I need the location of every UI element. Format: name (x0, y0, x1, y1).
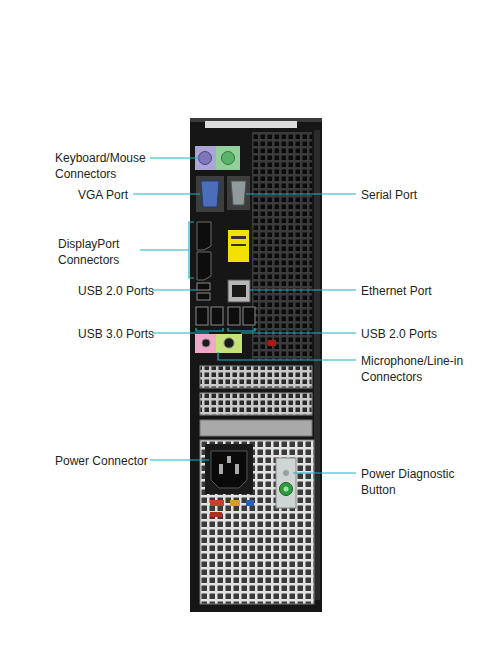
psu-wire (210, 500, 224, 506)
audio-jack (224, 338, 234, 348)
callout-label: Microphone/Line-in Connectors (361, 353, 479, 385)
callout-label: Serial Port (361, 187, 496, 203)
displayport-port (197, 252, 211, 280)
leader-line (228, 328, 356, 333)
psu-wire (246, 500, 254, 506)
usb-port (243, 307, 255, 325)
expansion-slot (200, 393, 312, 415)
leader-line (250, 289, 356, 290)
yellow-sticker (228, 230, 249, 262)
callout-label: DisplayPort Connectors (58, 236, 140, 268)
audio-jack (202, 339, 210, 347)
case-body (190, 118, 322, 612)
vga-port (201, 181, 219, 207)
usb-port (197, 283, 210, 290)
case-vent (252, 132, 312, 360)
case-side-rail (314, 130, 320, 600)
callout-label: VGA Port (78, 187, 218, 203)
power-pin (235, 464, 239, 474)
leader-line (218, 352, 356, 360)
ps2-keyboard-panel (216, 146, 240, 170)
callout-label: Keyboard/Mouse Connectors (55, 150, 155, 182)
callout-label: USB 2.0 Ports (361, 326, 496, 342)
callout-label: USB 3.0 Ports (78, 326, 218, 342)
vga-plate (196, 176, 224, 212)
ps2-port (199, 152, 212, 165)
audio-line-panel (216, 334, 242, 353)
red-indicator (268, 340, 276, 346)
callout-label: Power Connector (55, 453, 205, 469)
ethernet-port (228, 280, 250, 302)
callout-label: USB 2.0 Ports (78, 283, 218, 299)
leader-line (152, 289, 197, 290)
leader-line (152, 328, 223, 333)
diagnostic-button (280, 483, 293, 496)
audio-mic-panel (195, 334, 216, 353)
diagnostic-button-light (284, 487, 289, 492)
sticker-barcode (231, 244, 246, 246)
usb-port (228, 307, 240, 325)
psu-wire (230, 500, 240, 506)
leader-line (140, 222, 194, 278)
serial-plate (227, 176, 250, 210)
diagnostic-led (283, 470, 289, 476)
leader-line (293, 472, 356, 473)
leader-line (150, 459, 209, 460)
power-pin (219, 464, 223, 474)
usb-port (211, 307, 223, 325)
power-pin (227, 456, 231, 463)
service-sticker (205, 121, 297, 128)
callout-label: Ethernet Port (361, 283, 496, 299)
power-socket-frame (205, 444, 253, 494)
sticker-barcode (231, 236, 246, 239)
ethernet-socket (232, 285, 246, 297)
usb-port (196, 307, 208, 325)
expansion-slot (200, 420, 312, 436)
ps2-port (222, 152, 235, 165)
power-socket (211, 451, 247, 488)
power-supply-grille (200, 440, 314, 604)
psu-wire (210, 512, 222, 517)
diagnostic-panel (276, 458, 296, 508)
usb-port (197, 293, 210, 300)
displayport-port (197, 222, 211, 250)
leader-line (133, 193, 200, 194)
leader-line (150, 157, 199, 158)
expansion-slot (200, 366, 312, 388)
serial-port (231, 181, 246, 205)
callout-label: Power Diagnostic Button (361, 466, 463, 498)
leader-line (246, 193, 356, 194)
